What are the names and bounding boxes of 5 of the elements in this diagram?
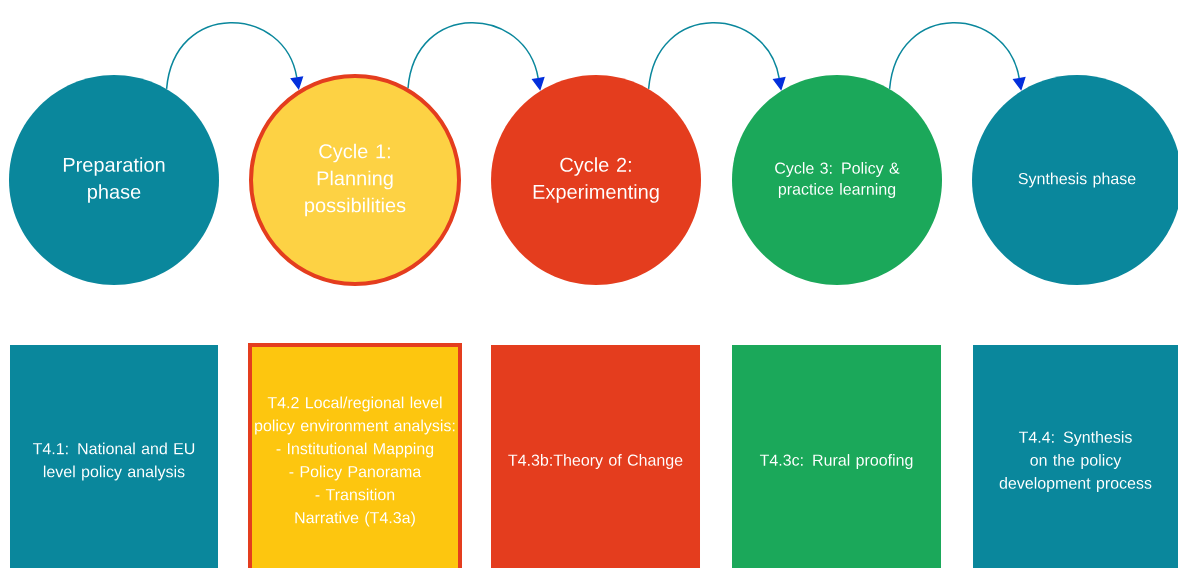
task-box: T4.3b:Theory of Change — [491, 345, 700, 568]
task-box: T4.3c: Rural proofing — [732, 345, 941, 568]
task-box: T4.4: Synthesis on the policy development process — [973, 345, 1178, 568]
task-box: T4.2 Local/regional level policy environment analysis: - Institutional Mapping - Policy Panorama - Transition Narrative (T4.3a) — [248, 343, 462, 568]
task-box: T4.1: National and EU level policy analysis — [10, 345, 218, 568]
